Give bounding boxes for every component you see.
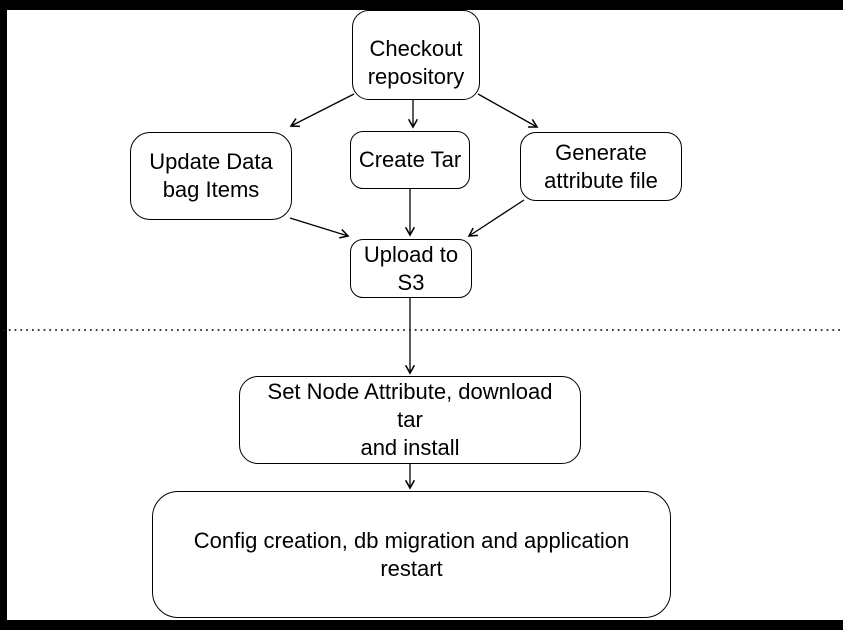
node-label-line: repository <box>367 64 465 89</box>
node-update-data-bag-items: Update Data bag Items <box>130 132 292 220</box>
frame-border-bottom <box>0 620 843 630</box>
node-label-line: restart <box>380 555 443 581</box>
node-label-line: tar <box>397 407 423 432</box>
edge-checkout-to-update <box>289 93 355 128</box>
node-label-line: bag Items <box>162 177 260 202</box>
node-label-line: S3 <box>397 269 425 295</box>
node-label-line: and install <box>360 435 460 460</box>
frame-border-left <box>0 0 7 621</box>
node-label-line: Set Node Attribute, download <box>267 379 553 404</box>
node-create-tar: Create Tar <box>350 131 470 189</box>
node-set-node-attribute-download-tar-install: Set Node Attribute, download tar and ins… <box>239 376 581 464</box>
node-label-line: Config creation, db migration and applic… <box>193 527 630 553</box>
node-generate-attribute-file: Generate attribute file <box>520 132 682 201</box>
edge-checkout-to-generate <box>477 93 539 128</box>
node-label-line: Upload to <box>363 241 459 267</box>
node-label-line: Update Data <box>149 149 273 174</box>
node-upload-to-s3: Upload to S3 <box>350 239 472 298</box>
node-label-line: attribute file <box>544 167 658 193</box>
edge-update-to-upload <box>289 217 350 239</box>
frame-border-top <box>0 0 843 10</box>
edge-generate-to-upload <box>467 199 525 237</box>
node-label-line: Create Tar <box>358 147 462 172</box>
node-checkout-repository: Checkout repository <box>352 10 480 100</box>
node-config-creation-db-migration-restart: Config creation, db migration and applic… <box>152 491 671 618</box>
node-label-line: Checkout <box>369 36 463 61</box>
node-label-line: Generate <box>555 139 647 165</box>
